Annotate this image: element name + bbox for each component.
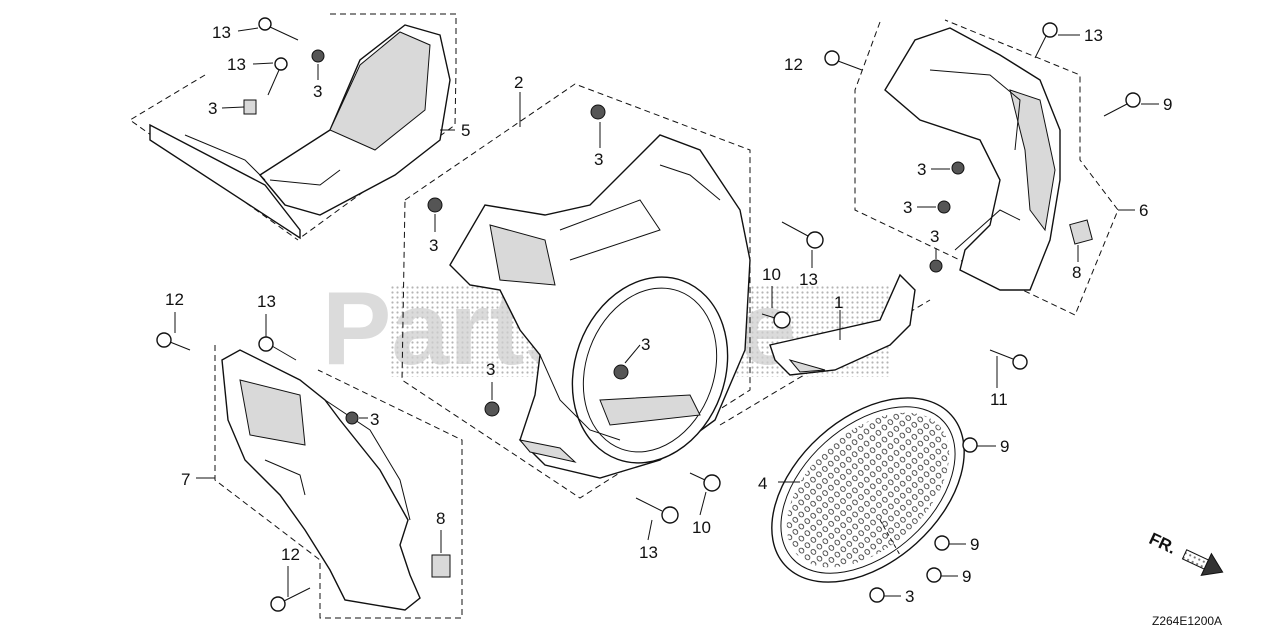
callout-3-e: 3 [641,335,650,354]
direction-label: FR. [1146,529,1179,558]
callout-13-f: 13 [1084,26,1103,45]
callout-12-a: 12 [165,290,184,309]
bolt-icon [824,50,863,71]
callout-3-g: 3 [370,410,379,429]
clip-icon [431,554,451,578]
bolt-icon [267,57,288,96]
callout-6: 6 [1139,201,1148,220]
nut-icon [311,49,325,63]
callout-3-d: 3 [429,236,438,255]
callout-1: 1 [834,293,843,312]
part-group-7: 7 12 13 3 8 12 [156,290,463,619]
diagram-code: Z264E1200A [1152,614,1222,628]
callout-2: 2 [514,73,523,92]
callout-3-i: 3 [903,198,912,217]
bolt-icon [635,497,679,524]
part-1-guard [769,273,916,376]
callout-9-d: 3 [905,587,914,606]
callout-8-b: 8 [1072,263,1081,282]
callout-3-f: 3 [486,360,495,379]
callout-13-a: 13 [212,23,231,42]
part-group-1: 1 11 [719,273,1028,426]
nut-icon [484,401,500,417]
callout-12-b: 12 [281,545,300,564]
bolt-icon [258,336,297,361]
bolt-icon [934,535,950,551]
callout-12-c: 12 [784,55,803,74]
callout-3-b: 3 [313,82,322,101]
callout-5: 5 [461,121,470,140]
nut-icon [929,259,943,273]
callout-10-b: 10 [692,518,711,537]
part-5-base [149,123,301,240]
callout-3-h: 3 [917,160,926,179]
bolt-icon [689,472,721,492]
bolt-icon [781,221,824,249]
callout-4: 4 [758,474,767,493]
callout-13-e: 13 [257,292,276,311]
callout-3-a: 3 [208,99,217,118]
bolt-icon [156,332,191,351]
part-group-4: 4 9 9 9 3 [758,397,1009,606]
callout-8-a: 8 [436,509,445,528]
bolt-icon [761,311,791,329]
bolt-icon [926,567,942,583]
bolt-icon [270,587,311,612]
nut-icon [427,197,443,213]
bolt-icon [989,349,1028,370]
front-direction-indicator: FR. [1146,529,1224,577]
bolt-icon [258,17,299,41]
nut-icon [345,411,359,425]
part-group-5: 13 13 3 3 5 [129,13,470,241]
bolt-icon [1034,22,1058,59]
bolt-icon [962,437,978,453]
nut-icon [590,104,606,120]
callout-3-c: 3 [594,150,603,169]
clip-icon [243,99,257,115]
bolt-icon [869,587,885,603]
arrow-right-icon [1181,549,1224,577]
callout-9-a: 9 [1000,437,1009,456]
callout-13-d: 13 [639,543,658,562]
callout-11: 11 [990,390,1008,409]
callout-3-j: 3 [930,227,939,246]
nut-icon [613,364,629,380]
part-group-2: 2 3 3 13 10 3 3 [401,73,824,562]
callout-13-c: 13 [799,270,818,289]
callout-9-b: 9 [970,535,979,554]
callout-13-b: 13 [227,55,246,74]
clip-icon [1069,219,1093,245]
part-group-6: 6 13 9 12 3 3 3 8 [784,19,1172,316]
callout-7: 7 [181,470,190,489]
callout-10-a: 10 [762,265,781,284]
bolt-icon [1103,92,1141,117]
nut-icon [937,200,951,214]
callout-13-g: 9 [1163,95,1172,114]
nut-icon [951,161,965,175]
callout-9-c: 9 [962,567,971,586]
